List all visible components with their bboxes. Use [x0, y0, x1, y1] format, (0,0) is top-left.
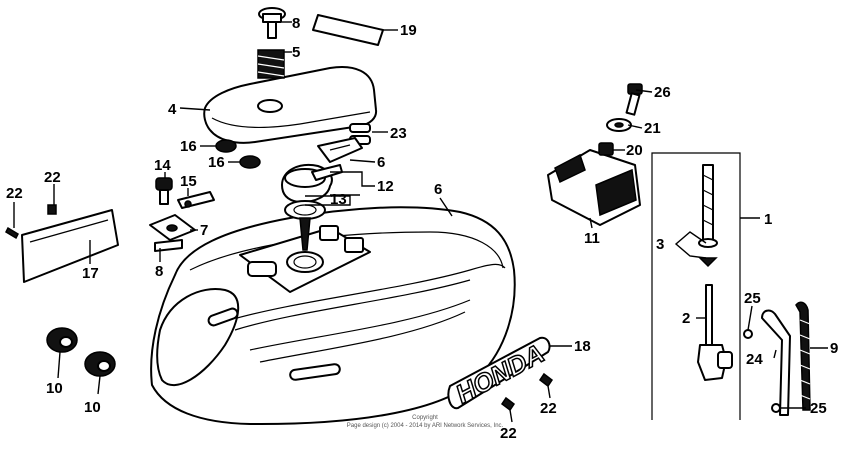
- fuel-hose[interactable]: [761, 309, 791, 416]
- callout-6: 6: [377, 154, 385, 171]
- fuel-tank[interactable]: [150, 206, 516, 426]
- callout-22: 22: [500, 425, 517, 442]
- copyright-notice: Copyright Page design (c) 2004 - 2014 by…: [347, 415, 504, 429]
- cushion-rubber[interactable]: [239, 155, 261, 169]
- callout-20: 20: [626, 142, 643, 159]
- callout-26: 26: [654, 84, 671, 101]
- callout-labels: 8 19 5 4 26 21 23 16 16 6 20 14 15 12 13…: [6, 15, 838, 442]
- callout-22: 22: [44, 169, 61, 186]
- callout-25: 25: [744, 290, 761, 307]
- tank-bracket[interactable]: [317, 137, 363, 163]
- side-strip[interactable]: [21, 209, 119, 283]
- emblem-screw[interactable]: [538, 372, 554, 388]
- tube-clip[interactable]: [743, 329, 753, 339]
- callout-4: 4: [168, 101, 177, 118]
- callout-10: 10: [46, 380, 63, 397]
- band[interactable]: [177, 191, 215, 209]
- fuel-cock-assembly-frame: [651, 152, 741, 420]
- callout-8: 8: [292, 15, 300, 32]
- callout-10: 10: [84, 399, 101, 416]
- callout-1: 1: [764, 211, 772, 228]
- pad-spring[interactable]: [257, 49, 285, 79]
- callout-14: 14: [154, 157, 171, 174]
- tube-clip[interactable]: [771, 403, 781, 413]
- cock-bolt[interactable]: [625, 83, 643, 116]
- caution-label[interactable]: [312, 14, 384, 46]
- callout-16: 16: [208, 154, 225, 171]
- collar[interactable]: [598, 142, 614, 156]
- tank-plate[interactable]: [149, 214, 196, 241]
- cock-bracket[interactable]: [547, 149, 641, 226]
- callout-7: 7: [200, 222, 208, 239]
- pad-bolt[interactable]: [258, 7, 286, 39]
- callout-24: 24: [746, 351, 763, 368]
- fuel-strainer[interactable]: [698, 164, 718, 268]
- callout-8: 8: [155, 263, 163, 280]
- callout-13: 13: [330, 191, 347, 208]
- callout-25: 25: [810, 400, 827, 417]
- callout-22: 22: [6, 185, 23, 202]
- callout-9: 9: [830, 340, 838, 357]
- callout-22: 22: [540, 400, 557, 417]
- callout-21: 21: [644, 120, 661, 137]
- callout-5: 5: [292, 44, 300, 61]
- knee-rubber[interactable]: [46, 327, 78, 353]
- callout-11: 11: [584, 230, 600, 247]
- emblem-screw[interactable]: [500, 396, 516, 412]
- knee-rubber[interactable]: [84, 351, 116, 377]
- tank-pad[interactable]: [203, 66, 378, 144]
- vent-tube[interactable]: [795, 301, 811, 411]
- callout-18: 18: [574, 338, 591, 355]
- fuel-cap[interactable]: [281, 164, 343, 204]
- leader-lines: [13, 21, 828, 423]
- callout-19: 19: [400, 22, 417, 39]
- callout-2: 2: [682, 310, 690, 327]
- callout-17: 17: [82, 265, 99, 282]
- tank-bolt[interactable]: [155, 177, 173, 205]
- copyright-line-1: Copyright: [412, 415, 438, 421]
- callout-23: 23: [390, 125, 407, 142]
- callout-6: 6: [434, 181, 442, 198]
- cushion-rubber[interactable]: [215, 139, 237, 153]
- callout-15: 15: [180, 173, 197, 190]
- bolt[interactable]: [154, 239, 183, 252]
- copyright-line-2: Page design (c) 2004 - 2014 by ARI Netwo…: [347, 423, 504, 429]
- callout-12: 12: [377, 178, 394, 195]
- washer[interactable]: [606, 118, 632, 132]
- callout-16: 16: [180, 138, 197, 155]
- screw[interactable]: [5, 226, 19, 240]
- screw[interactable]: [47, 204, 57, 215]
- callout-3: 3: [656, 236, 664, 253]
- fuel-cock[interactable]: [697, 284, 733, 381]
